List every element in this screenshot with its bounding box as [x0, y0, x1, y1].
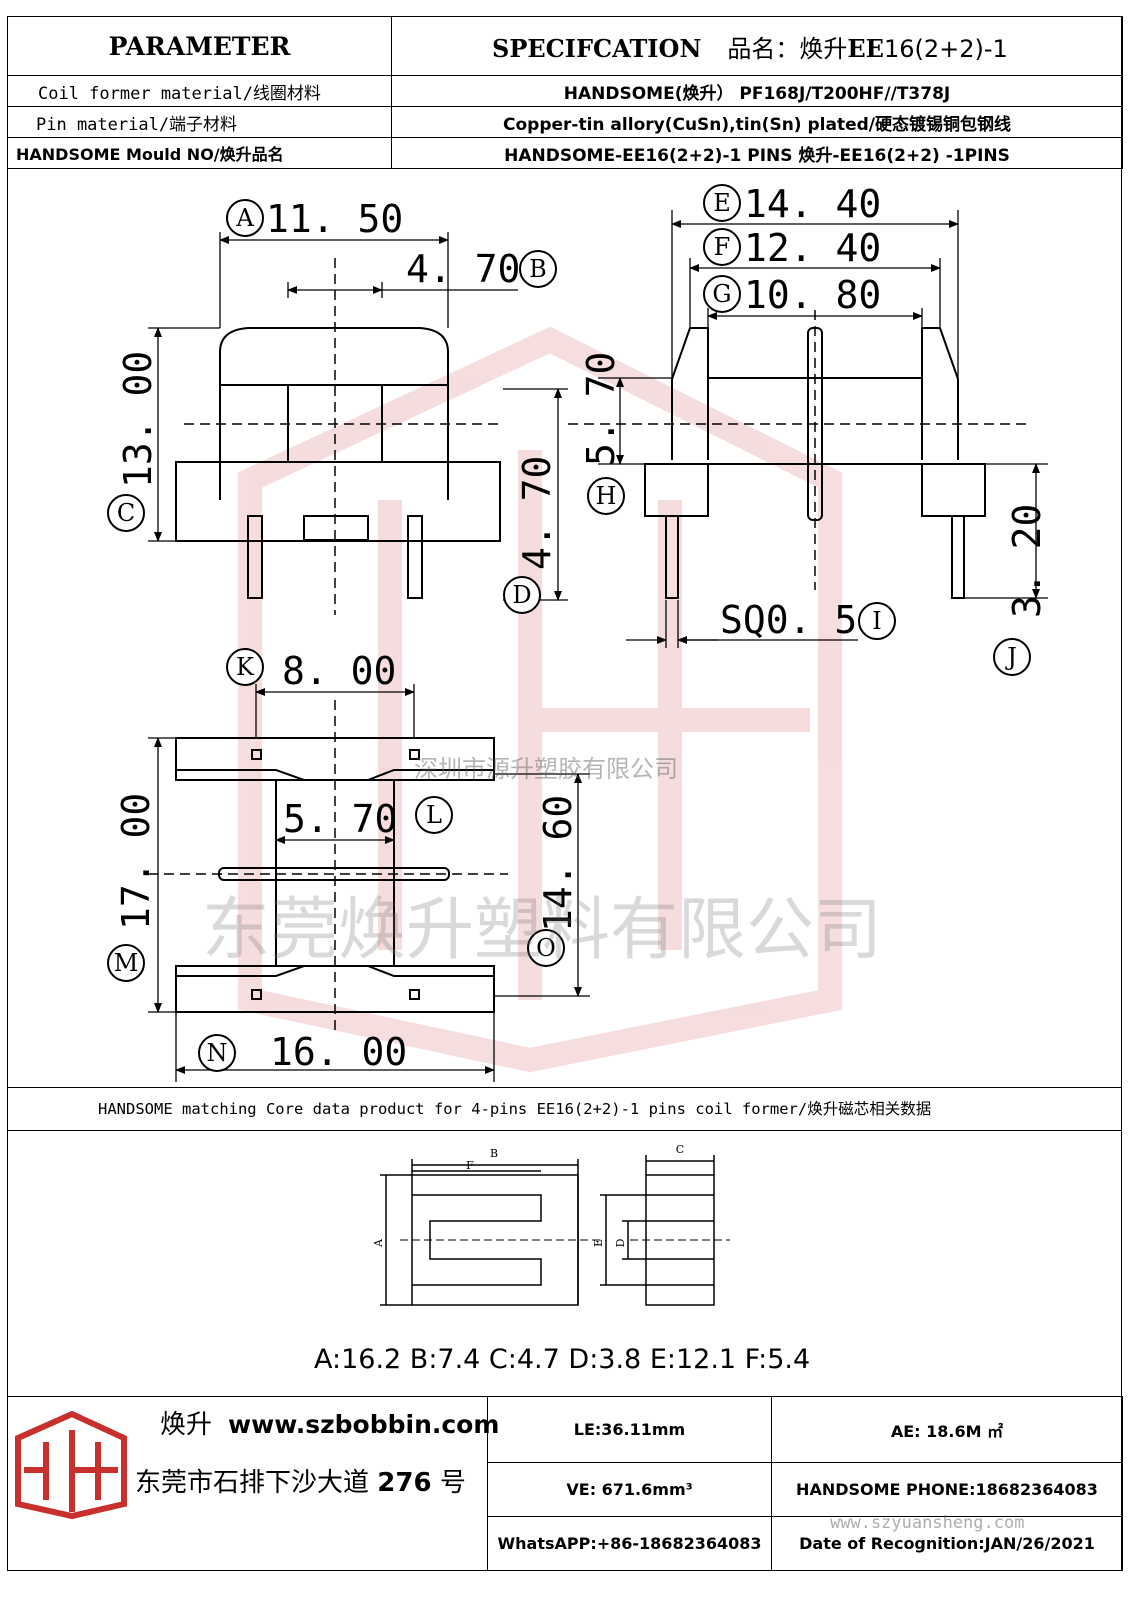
product-code-bold: EE [847, 33, 884, 63]
core-label-A: A [372, 1238, 385, 1248]
dim-K-value: 8. 00 [282, 649, 396, 693]
brand-address: 东莞市石排下沙大道 276 号 [135, 1462, 466, 1499]
product-name-prefix: 品名：焕升 [727, 34, 848, 63]
core-dimension-summary: A:16.2 B:7.4 C:4.7 D:3.8 E:12.1 F:5.4 [314, 1344, 811, 1375]
dim-M-mark: M [114, 949, 139, 977]
dim-O-mark: O [536, 934, 556, 962]
address-number: 276 [377, 1468, 432, 1498]
dim-N-mark: N [207, 1039, 228, 1067]
brand-line: 焕升 www.szbobbin.com [160, 1404, 499, 1441]
dim-K-mark: K [236, 653, 255, 681]
core-label-F: F [466, 1159, 474, 1172]
dim-E-mark: E [713, 189, 731, 217]
brand-website-link[interactable]: www.szbobbin.com [228, 1410, 500, 1439]
dim-D-mark: D [512, 581, 531, 609]
dim-B-value: 4. 70 [406, 247, 520, 291]
dim-O-value: 14. 60 [536, 795, 580, 932]
brand-logo-icon [15, 1410, 127, 1520]
recognition-date: Date of Recognition:JAN/26/2021 [771, 1516, 1123, 1571]
dim-H-value: 5. 70 [579, 352, 623, 466]
dim-L-mark: L [426, 801, 442, 829]
mould-no-label: HANDSOME Mould NO/焕升品名 [7, 137, 392, 169]
spec-label: SPECIFCATION [492, 33, 702, 63]
dim-I-value: SQ0. 5 [720, 598, 857, 642]
dim-C-mark: C [117, 499, 135, 527]
matching-core-caption: HANDSOME matching Core data product for … [8, 1087, 1121, 1131]
core-label-E: E [592, 1239, 605, 1247]
core-label-D: D [614, 1238, 627, 1247]
dim-F-value: 12. 40 [744, 226, 881, 270]
dim-H-mark: H [596, 482, 617, 510]
bobbin-technical-drawing: A B C D E F G H I J K L M O N 11. 50 4. … [107, 182, 1049, 1082]
dim-J-value: 3. 20 [1005, 504, 1049, 618]
dim-F-mark: F [714, 233, 731, 261]
product-code-rest: 16(2+2)-1 [883, 34, 1008, 63]
core-label-B: B [490, 1147, 498, 1160]
coil-material-value: HANDSOME(焕升） PF168J/T200HF//T378J [391, 75, 1123, 107]
dim-D-value: 4. 70 [515, 456, 559, 570]
whatsapp-value: WhatsAPP:+86-18682364083 [487, 1516, 772, 1571]
spec-header-table: PARAMETER SPECIFCATION 品名：焕升EE16(2+2)-1 C… [7, 16, 1123, 169]
core-params-table: LE:36.11mm AE: 18.6M ㎡ VE: 671.6mm³ HAND… [487, 1395, 1123, 1571]
dim-J-mark: J [1004, 643, 1017, 671]
ve-value: VE: 671.6mm³ [487, 1462, 772, 1518]
dim-A-mark: A [235, 204, 254, 232]
brand-name: 焕升 [160, 1410, 213, 1440]
dim-B-mark: B [529, 255, 547, 283]
dim-L-value: 5. 70 [283, 797, 397, 841]
mould-no-value: HANDSOME-EE16(2+2)-1 PINS 焕升-EE16(2+2) -… [391, 137, 1123, 169]
dim-G-value: 10. 80 [744, 273, 881, 317]
specification-heading: SPECIFCATION 品名：焕升EE16(2+2)-1 [391, 16, 1123, 76]
address-suffix: 号 [439, 1468, 466, 1498]
dim-G-mark: G [712, 280, 731, 308]
coil-material-label: Coil former material/线圈材料 [7, 75, 392, 107]
watermark-logo-graphic [238, 326, 842, 1073]
address-prefix: 东莞市石排下沙大道 [135, 1468, 370, 1498]
pin-material-label: Pin material/端子材料 [7, 106, 392, 138]
le-value: LE:36.11mm [487, 1395, 772, 1464]
phone-value: HANDSOME PHONE:18682364083 [771, 1462, 1123, 1518]
dim-N-value: 16. 00 [270, 1030, 407, 1074]
dim-I-mark: I [872, 607, 881, 635]
dim-A-value: 11. 50 [266, 197, 403, 241]
core-drawing: B F C A E D [372, 1143, 730, 1306]
parameter-heading: PARAMETER [7, 16, 392, 76]
ae-value: AE: 18.6M ㎡ [771, 1395, 1123, 1464]
pin-material-value: Copper-tin allory(CuSn),tin(Sn) plated/硬… [391, 106, 1123, 138]
dim-M-value: 17. 00 [114, 793, 158, 930]
dim-C-value: 13. 00 [116, 351, 160, 488]
core-label-C: C [676, 1143, 684, 1156]
dim-E-value: 14. 40 [744, 182, 881, 226]
